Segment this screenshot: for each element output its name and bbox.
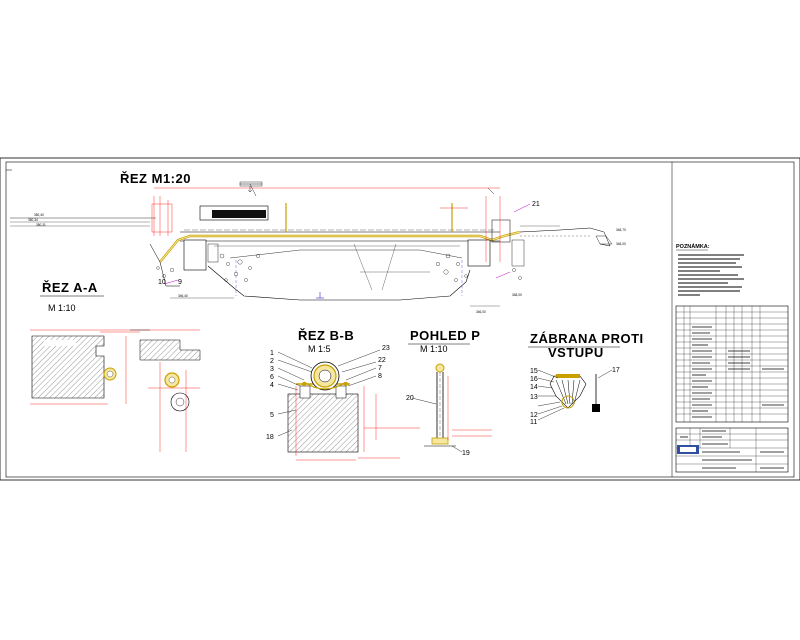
callout-number: 7: [378, 365, 382, 372]
notes-heading: POZNÁMKA:: [676, 243, 710, 250]
callout-number: 19: [462, 450, 470, 457]
callout-number: 10: [158, 279, 166, 286]
title-block-text: [680, 430, 784, 469]
section-aa-scale: M 1:10: [48, 303, 76, 313]
callout-number: 18: [266, 434, 274, 441]
elevation-label: 346,40: [178, 294, 188, 298]
callout-number: 23: [382, 345, 390, 352]
elevation-label: 346,00: [476, 310, 486, 314]
callout-number: 22: [378, 357, 386, 364]
elevation-label: 346,00: [616, 242, 626, 246]
callout-number: 4: [270, 382, 274, 389]
barrier-title-line1: ZÁBRANA PROTI: [530, 331, 644, 346]
callout-number: 6: [270, 374, 274, 381]
barrier-detail: ZÁBRANA PROTI VSTUPU 15 16 14 13: [528, 331, 644, 426]
sheet-frame: [0, 157, 800, 481]
view-p-scale: M 1:10: [420, 344, 448, 354]
section-bb-scale: M 1:5: [308, 344, 331, 354]
section-aa-title: ŘEZ A-A: [42, 280, 98, 295]
callout-number: 8: [378, 373, 382, 380]
callout-number: 3: [270, 366, 274, 373]
callout-number: 21: [532, 201, 540, 208]
callout-number: 12: [530, 412, 538, 419]
main-section: ŘEZ M1:20 350,40 350,34 350,31: [10, 171, 626, 314]
callout-number: 1: [270, 350, 274, 357]
callout-number: 17: [612, 367, 620, 374]
parts-list-table: [675, 305, 789, 423]
elevation-label: 346,70: [616, 228, 626, 232]
callout-number: 2: [270, 358, 274, 365]
barrier-title-line2: VSTUPU: [548, 345, 604, 360]
elevation-label: 348,00: [512, 293, 522, 297]
elevation-label: 350,31: [36, 223, 46, 227]
notes-text-lines: [678, 254, 744, 296]
elevation-label: 350,40: [34, 213, 44, 217]
callout-number: 16: [530, 376, 538, 383]
view-p: POHLED P M 1:10 20 19: [406, 328, 492, 457]
callout-number: 15: [530, 368, 538, 375]
title-block: [675, 427, 789, 473]
section-bb-title: ŘEZ B-B: [298, 328, 354, 343]
callout-number: 5: [270, 412, 274, 419]
notes-block: POZNÁMKA:: [676, 243, 744, 296]
callout-number: 13: [530, 394, 538, 401]
callout-number: 20: [406, 395, 414, 402]
callout-number: 11: [530, 419, 537, 426]
main-section-title: ŘEZ M1:20: [120, 171, 191, 186]
section-aa: ŘEZ A-A M 1:10: [30, 280, 201, 452]
callout-number: 14: [530, 384, 538, 391]
callout-number: 9: [178, 279, 182, 286]
section-bb: ŘEZ B-B M 1:5 1 2 3 6 4 5 18: [266, 328, 420, 461]
elevation-label: 350,34: [28, 218, 38, 222]
parts-list-text: [692, 326, 784, 418]
view-p-title: POHLED P: [410, 328, 480, 343]
